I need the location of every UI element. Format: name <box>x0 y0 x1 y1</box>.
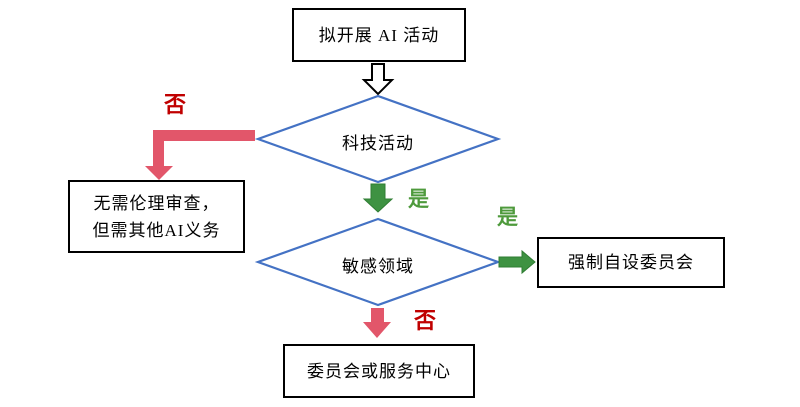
no-review-box-line2: 但需其他AI义务 <box>92 220 221 240</box>
branch-label-sensitive-no: 否 <box>414 308 437 333</box>
decision-sensitive-label: 敏感领域 <box>342 257 414 276</box>
decision-sensitive-diamond <box>254 217 502 307</box>
decision-tech-diamond <box>254 94 502 184</box>
committee-service-box: 委员会或服务中心 <box>283 344 475 398</box>
branch-label-tech-yes: 是 <box>408 187 429 211</box>
branch-label-tech-no: 否 <box>164 92 187 117</box>
decision-tech-label: 科技活动 <box>342 134 414 153</box>
start-box-label: 拟开展 AI 活动 <box>318 25 440 45</box>
no-review-box: 无需伦理审查， 但需其他AI义务 <box>68 180 245 253</box>
yes-branch-down-arrow-icon <box>362 183 394 213</box>
no-branch-elbow-arrow-icon <box>145 130 255 180</box>
no-branch-down-arrow-icon <box>363 308 391 338</box>
start-down-arrow-icon <box>361 63 395 96</box>
mandatory-committee-label: 强制自设委员会 <box>568 253 694 272</box>
branch-label-sensitive-yes: 是 <box>497 205 518 229</box>
no-review-box-line1: 无需伦理审查， <box>93 193 220 213</box>
start-box: 拟开展 AI 活动 <box>292 8 466 62</box>
mandatory-committee-box: 强制自设委员会 <box>537 237 725 288</box>
committee-service-label: 委员会或服务中心 <box>307 361 451 381</box>
yes-branch-right-arrow-icon <box>498 249 536 275</box>
